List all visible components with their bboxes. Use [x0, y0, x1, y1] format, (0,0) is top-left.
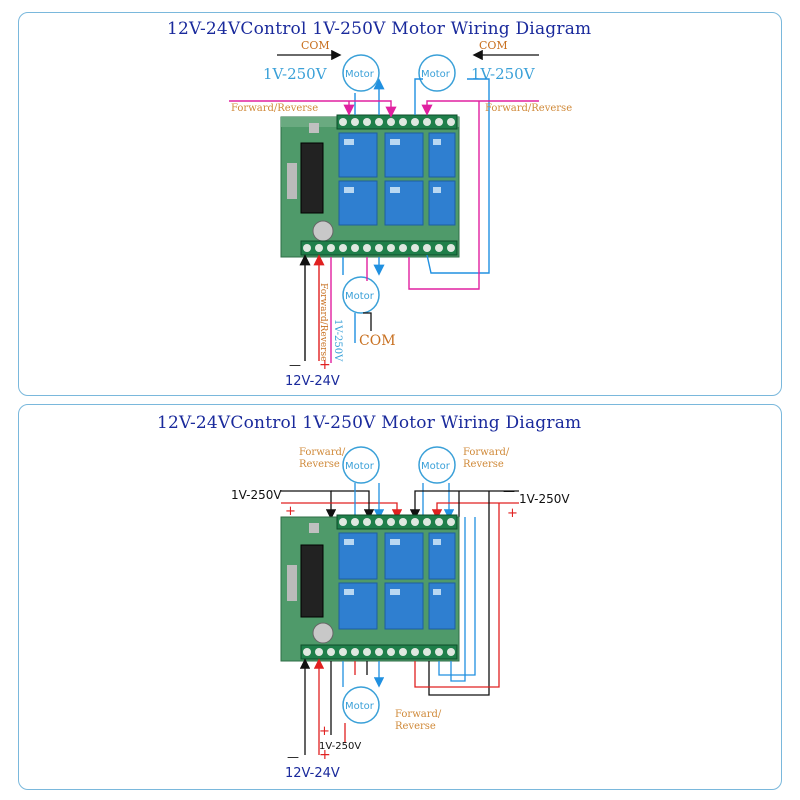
- forward-reverse-label: Forward/: [395, 709, 442, 720]
- svg-text:Motor: Motor: [345, 701, 375, 712]
- diagram-panel-1: 12V-24VControl 1V-250V Motor Wiring Diag…: [18, 12, 782, 396]
- motor-icon: Motor: [342, 276, 380, 314]
- svg-text:Motor: Motor: [345, 291, 375, 302]
- motor-icon: Motor: [418, 446, 456, 484]
- com-label: COM: [359, 333, 396, 349]
- forward-reverse-label: Forward/: [299, 447, 346, 458]
- voltage-label: 1V-250V: [319, 741, 361, 752]
- positive-label: +: [319, 724, 330, 739]
- forward-reverse-label: Reverse: [463, 459, 504, 470]
- svg-text:Motor: Motor: [345, 461, 375, 472]
- supply-voltage-label: 12V-24V: [285, 766, 340, 781]
- positive-label: +: [319, 357, 331, 373]
- wiring-diagram-1: COM COM 1V-250V 1V-250V Motor Motor Forw…: [229, 39, 572, 389]
- positive-label: +: [285, 504, 296, 519]
- forward-reverse-label: Forward/Reverse: [485, 103, 572, 114]
- relay-board: [280, 514, 460, 662]
- voltage-label: 1V-250V: [332, 319, 343, 362]
- svg-text:Motor: Motor: [421, 69, 451, 80]
- relay-board: [280, 114, 460, 258]
- motor-icon: Motor: [342, 54, 380, 92]
- com-label: COM: [301, 39, 330, 52]
- forward-reverse-label: Forward/Reverse: [318, 283, 328, 361]
- motor-icon: Motor: [342, 446, 380, 484]
- svg-text:Motor: Motor: [421, 461, 451, 472]
- wiring-diagram-2: Motor Motor Forward/ Reverse Forward/ Re…: [231, 446, 570, 781]
- diagram-panel-2: 12V-24VControl 1V-250V Motor Wiring Diag…: [18, 404, 782, 790]
- diagram-title: 12V-24VControl 1V-250V Motor Wiring Diag…: [157, 413, 582, 433]
- motor-icon: Motor: [342, 686, 380, 724]
- com-label: COM: [479, 39, 508, 52]
- forward-reverse-label: Forward/Reverse: [231, 103, 318, 114]
- voltage-label: 1V-250V: [471, 65, 536, 83]
- supply-voltage-label: 12V-24V: [285, 374, 340, 389]
- voltage-label: 1V-250V: [263, 65, 328, 83]
- svg-text:Motor: Motor: [345, 69, 375, 80]
- negative-label: —: [287, 750, 299, 764]
- forward-reverse-label: Reverse: [395, 721, 436, 732]
- diagram-title: 12V-24VControl 1V-250V Motor Wiring Diag…: [167, 19, 592, 39]
- positive-label: +: [319, 747, 331, 763]
- forward-reverse-label: Forward/: [463, 447, 510, 458]
- positive-label: +: [507, 506, 518, 521]
- voltage-label: 1V-250V: [519, 492, 570, 506]
- voltage-label: 1V-250V: [231, 488, 282, 502]
- forward-reverse-label: Reverse: [299, 459, 340, 470]
- negative-label: —: [289, 358, 301, 372]
- motor-icon: Motor: [418, 54, 456, 92]
